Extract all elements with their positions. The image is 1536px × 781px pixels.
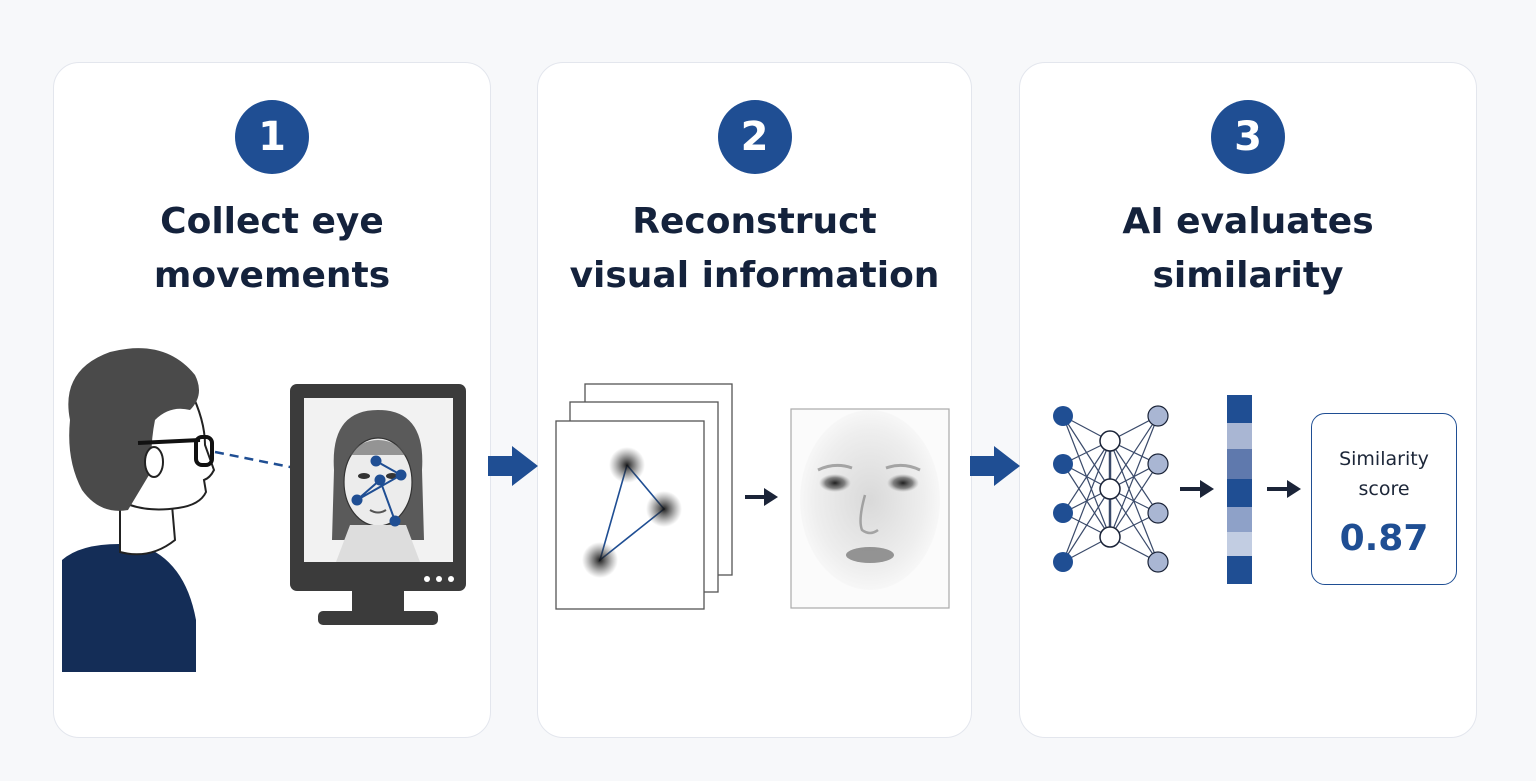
- step-number-badge: 1: [235, 100, 309, 174]
- person-illustration: [62, 348, 216, 672]
- heatmap-stack: [555, 383, 733, 610]
- score-label: Similarity score: [1339, 448, 1429, 500]
- step-title: Collect eye movements: [153, 201, 391, 296]
- step-panel-evaluate: 3 AI evaluates similarity: [1019, 62, 1477, 738]
- arrow-right-icon: [764, 488, 778, 506]
- step-title: Reconstruct visual information: [569, 201, 940, 296]
- arrow-right-icon: [1200, 480, 1214, 498]
- step-title: AI evaluates similarity: [1122, 201, 1374, 296]
- score-value: 0.87: [1339, 518, 1429, 559]
- reconstructed-face-image: [790, 408, 950, 609]
- step-number-badge: 2: [717, 100, 792, 174]
- neural-network-icon: [1053, 405, 1169, 573]
- arrow-right-icon: [970, 446, 1020, 486]
- arrow-right-icon: [1287, 480, 1301, 498]
- arrow-right-icon: [488, 446, 538, 486]
- step-number-badge: 3: [1211, 100, 1285, 174]
- gaze-points: [351, 455, 407, 527]
- monitor-icon: [290, 384, 466, 625]
- similarity-score-card: Similarity score 0.87: [1311, 413, 1457, 585]
- feature-vector-icon: [1227, 395, 1252, 584]
